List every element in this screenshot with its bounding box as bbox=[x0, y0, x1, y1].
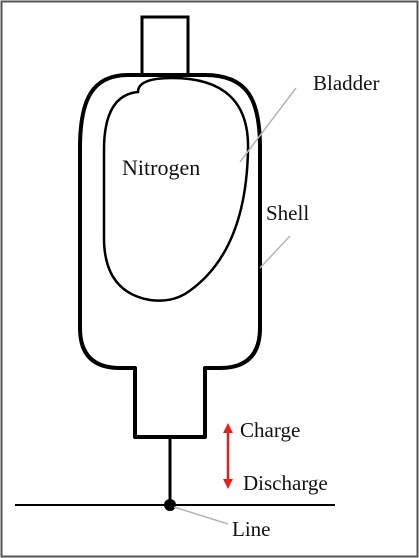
bladder-leader bbox=[239, 87, 297, 163]
discharge-label: Discharge bbox=[243, 471, 328, 495]
top-neck bbox=[140, 15, 190, 77]
nitrogen-label: Nitrogen bbox=[122, 155, 200, 180]
charge-label: Charge bbox=[240, 418, 300, 442]
bladder bbox=[102, 76, 250, 302]
shell-leader bbox=[259, 235, 291, 269]
charge-arrowhead bbox=[223, 423, 233, 433]
discharge-arrowhead bbox=[223, 479, 233, 489]
line-leader bbox=[173, 506, 229, 525]
bladder-label: Bladder bbox=[313, 71, 379, 95]
junction-dot bbox=[164, 499, 176, 511]
line-label: Line bbox=[232, 517, 270, 541]
shell-label: Shell bbox=[266, 201, 309, 225]
